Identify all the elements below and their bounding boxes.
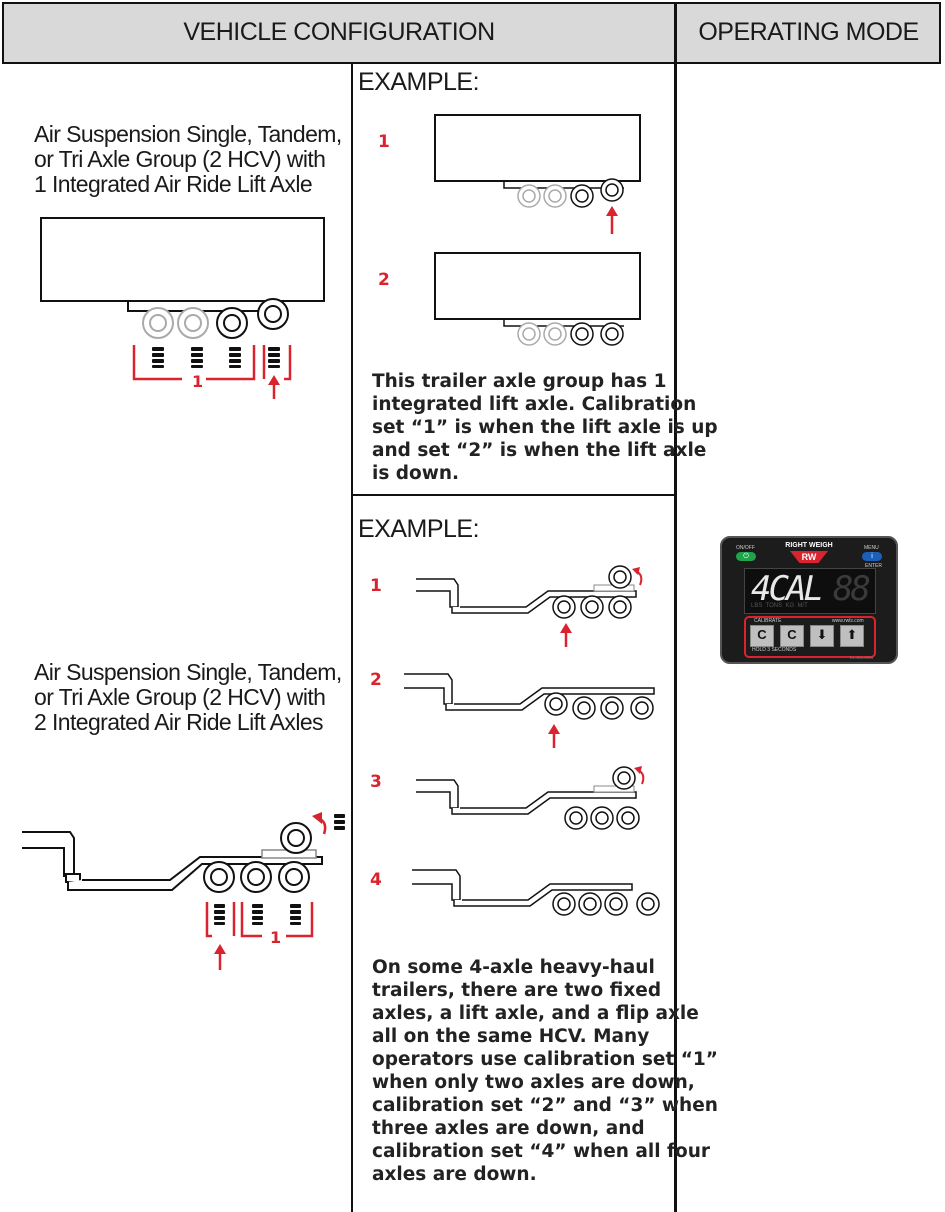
row2-example-3-diagram (416, 766, 645, 830)
row2-group-label: 1 (270, 928, 282, 947)
lcd-display: 4CAL 88 LBS TONS KG M/T (744, 568, 876, 614)
row2-example-3-number: 3 (370, 772, 382, 792)
row2-example-4-diagram (412, 869, 660, 916)
column-divider-operating (674, 2, 677, 1212)
row1-description: This trailer axle group has 1 integrated… (372, 371, 718, 484)
column-divider-example (351, 62, 353, 1212)
row2-trailer-diagram (22, 812, 345, 970)
row2-config-text: Air Suspension Single, Tandem, or Tri Ax… (34, 659, 342, 735)
button-panel: CALIBRATE www.rwls.com C C ⬇ ⬆ HOLD 3 SE… (744, 616, 876, 658)
table-border-left (2, 2, 4, 62)
logo: RW (790, 551, 828, 563)
row-divider (351, 494, 674, 496)
header-divider (2, 62, 941, 64)
row2-description: On some 4-axle heavy-haul trailers, ther… (372, 957, 718, 1185)
down-arrow-icon: ⬇ (816, 627, 828, 642)
row2-example-1-diagram (416, 565, 643, 647)
row1-example-2-number: 2 (378, 270, 390, 290)
lcd-readout: 4CAL (751, 569, 824, 609)
row1-example-1-diagram (434, 114, 641, 234)
calibrate-button-1-label: C (757, 627, 767, 642)
up-button[interactable]: ⬆ (840, 625, 864, 647)
power-icon: ⏻ (743, 553, 749, 560)
row2-example-1-number: 1 (370, 576, 382, 596)
row2-example-4-number: 4 (370, 870, 382, 890)
hold-label: HOLD 3 SECONDS (752, 647, 797, 653)
row1-example-2-diagram (434, 252, 641, 346)
lcd-units: LBS TONS KG M/T (751, 603, 808, 609)
row1-trailer-diagram (40, 217, 325, 399)
up-arrow-icon: ⬆ (846, 627, 858, 642)
menu-button[interactable]: i (862, 552, 882, 561)
enter-label: ENTER (865, 563, 882, 569)
right-weigh-gauge: RIGHT WEIGH RW ON/OFF ⏻ MENU i ENTER 4CA… (720, 536, 898, 664)
header-operating-mode-text: OPERATING MODE (698, 17, 919, 46)
info-icon: i (871, 553, 873, 560)
menu-label: MENU (864, 545, 879, 551)
row1-group-label: 1 (192, 372, 204, 391)
header-operating-mode: OPERATING MODE (676, 2, 941, 62)
calibrate-button-2-label: C (787, 627, 797, 642)
row2-example-label: EXAMPLE: (358, 515, 480, 543)
part-number: EL-300-0004 (850, 655, 874, 660)
calibrate-button-2[interactable]: C (780, 625, 804, 647)
brand-text: RIGHT WEIGH (785, 542, 833, 549)
lcd-ghost-digits: 88 (833, 569, 871, 609)
power-label: ON/OFF (736, 545, 755, 551)
table-border-top (2, 2, 941, 4)
header-vehicle-configuration-text: VEHICLE CONFIGURATION (183, 17, 495, 46)
row2-example-2-number: 2 (370, 670, 382, 690)
calibrate-label: CALIBRATE (754, 618, 782, 624)
row1-example-label: EXAMPLE: (358, 68, 480, 96)
header-vehicle-configuration: VEHICLE CONFIGURATION (2, 2, 676, 62)
table-border-right (939, 2, 941, 62)
calibrate-button-1[interactable]: C (750, 625, 774, 647)
row1-example-1-number: 1 (378, 132, 390, 152)
down-button[interactable]: ⬇ (810, 625, 834, 647)
website-label: www.rwls.com (832, 618, 864, 624)
power-button[interactable]: ⏻ (736, 552, 756, 561)
row1-config-text: Air Suspension Single, Tandem, or Tri Ax… (34, 121, 342, 197)
row2-example-2-diagram (404, 673, 655, 748)
